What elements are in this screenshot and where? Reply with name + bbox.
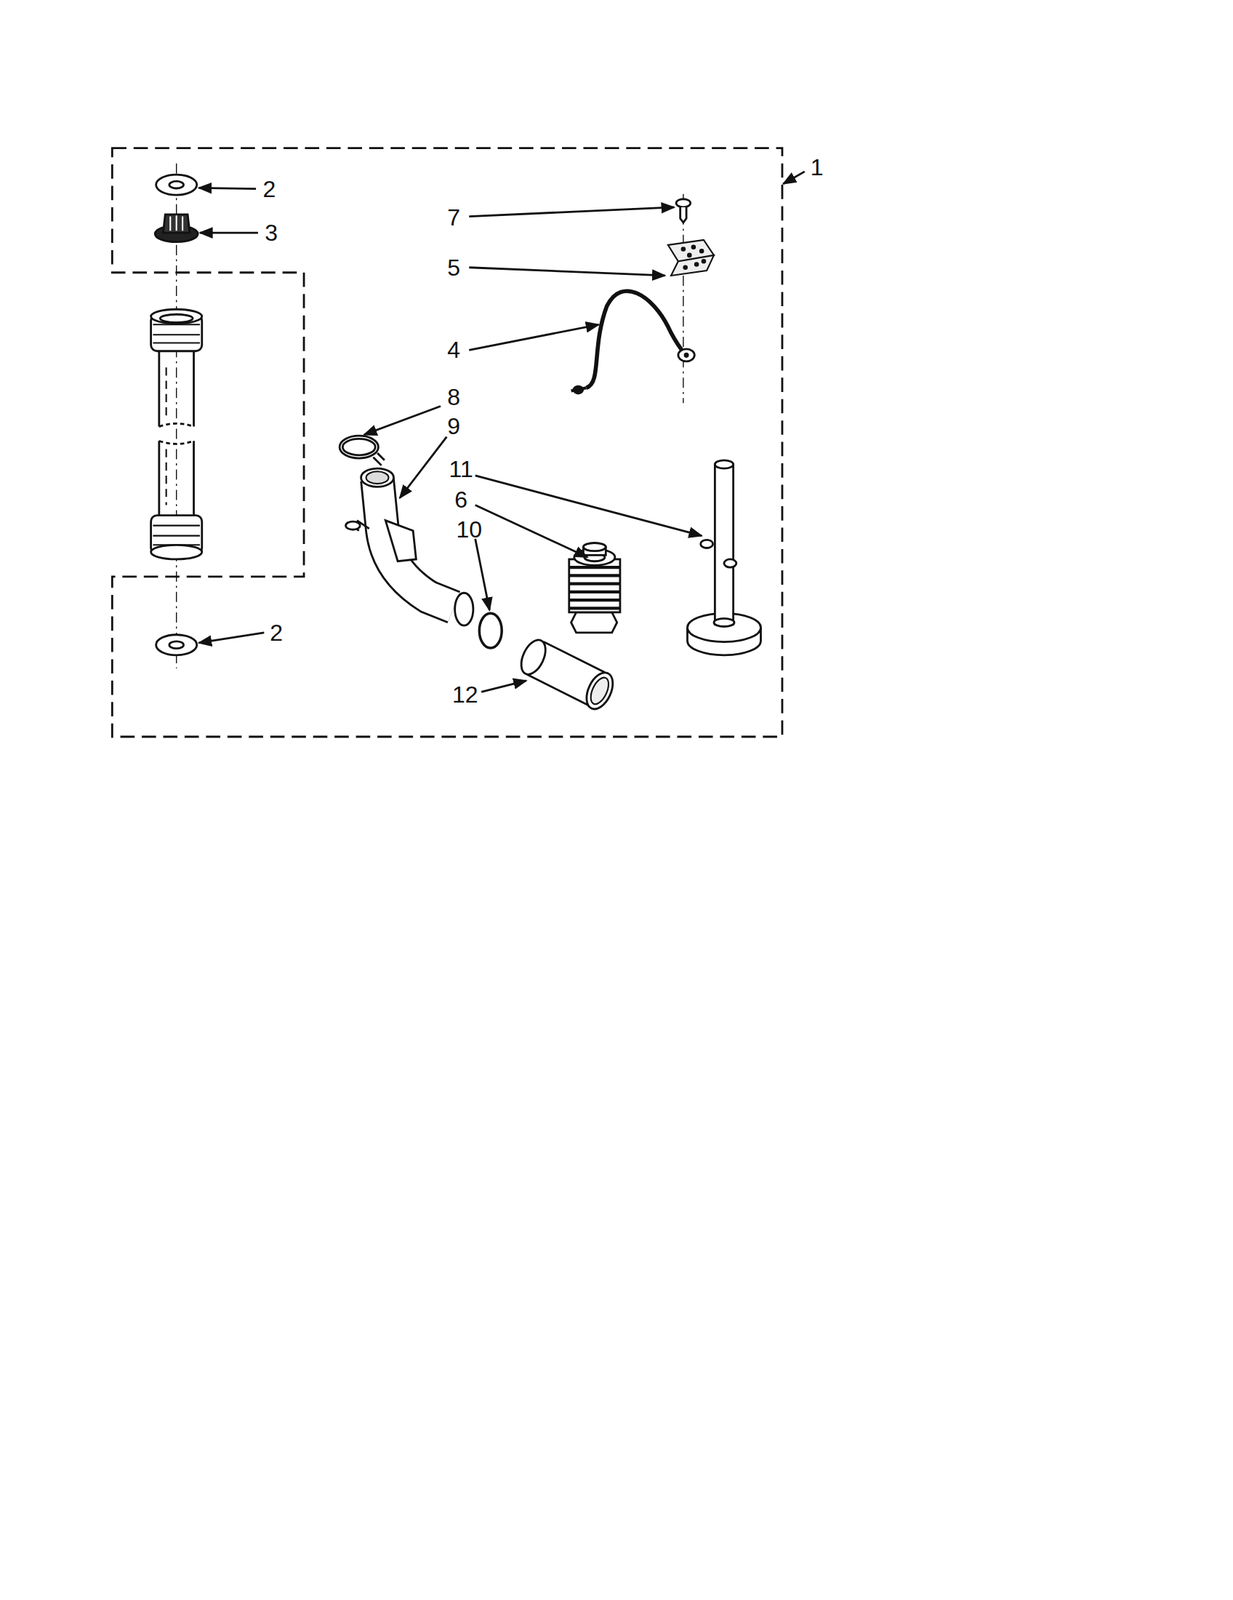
callout-number: 4 — [447, 338, 461, 362]
callout-number: 3 — [264, 221, 278, 245]
callout-number: 5 — [447, 255, 461, 280]
callout-number: 6 — [454, 487, 468, 512]
callout-number: 12 — [452, 682, 479, 706]
callout-number: 8 — [447, 385, 461, 409]
leader-lines — [199, 171, 805, 692]
callout-number: 9 — [447, 414, 461, 438]
callout-number: 10 — [455, 517, 483, 541]
kit-boundary — [111, 148, 783, 737]
callout-number: 2 — [262, 177, 276, 201]
callout-number: 11 — [448, 457, 473, 481]
callout-number: 1 — [810, 155, 824, 179]
callout-number: 7 — [447, 205, 461, 230]
callout-number: 2 — [269, 620, 283, 645]
